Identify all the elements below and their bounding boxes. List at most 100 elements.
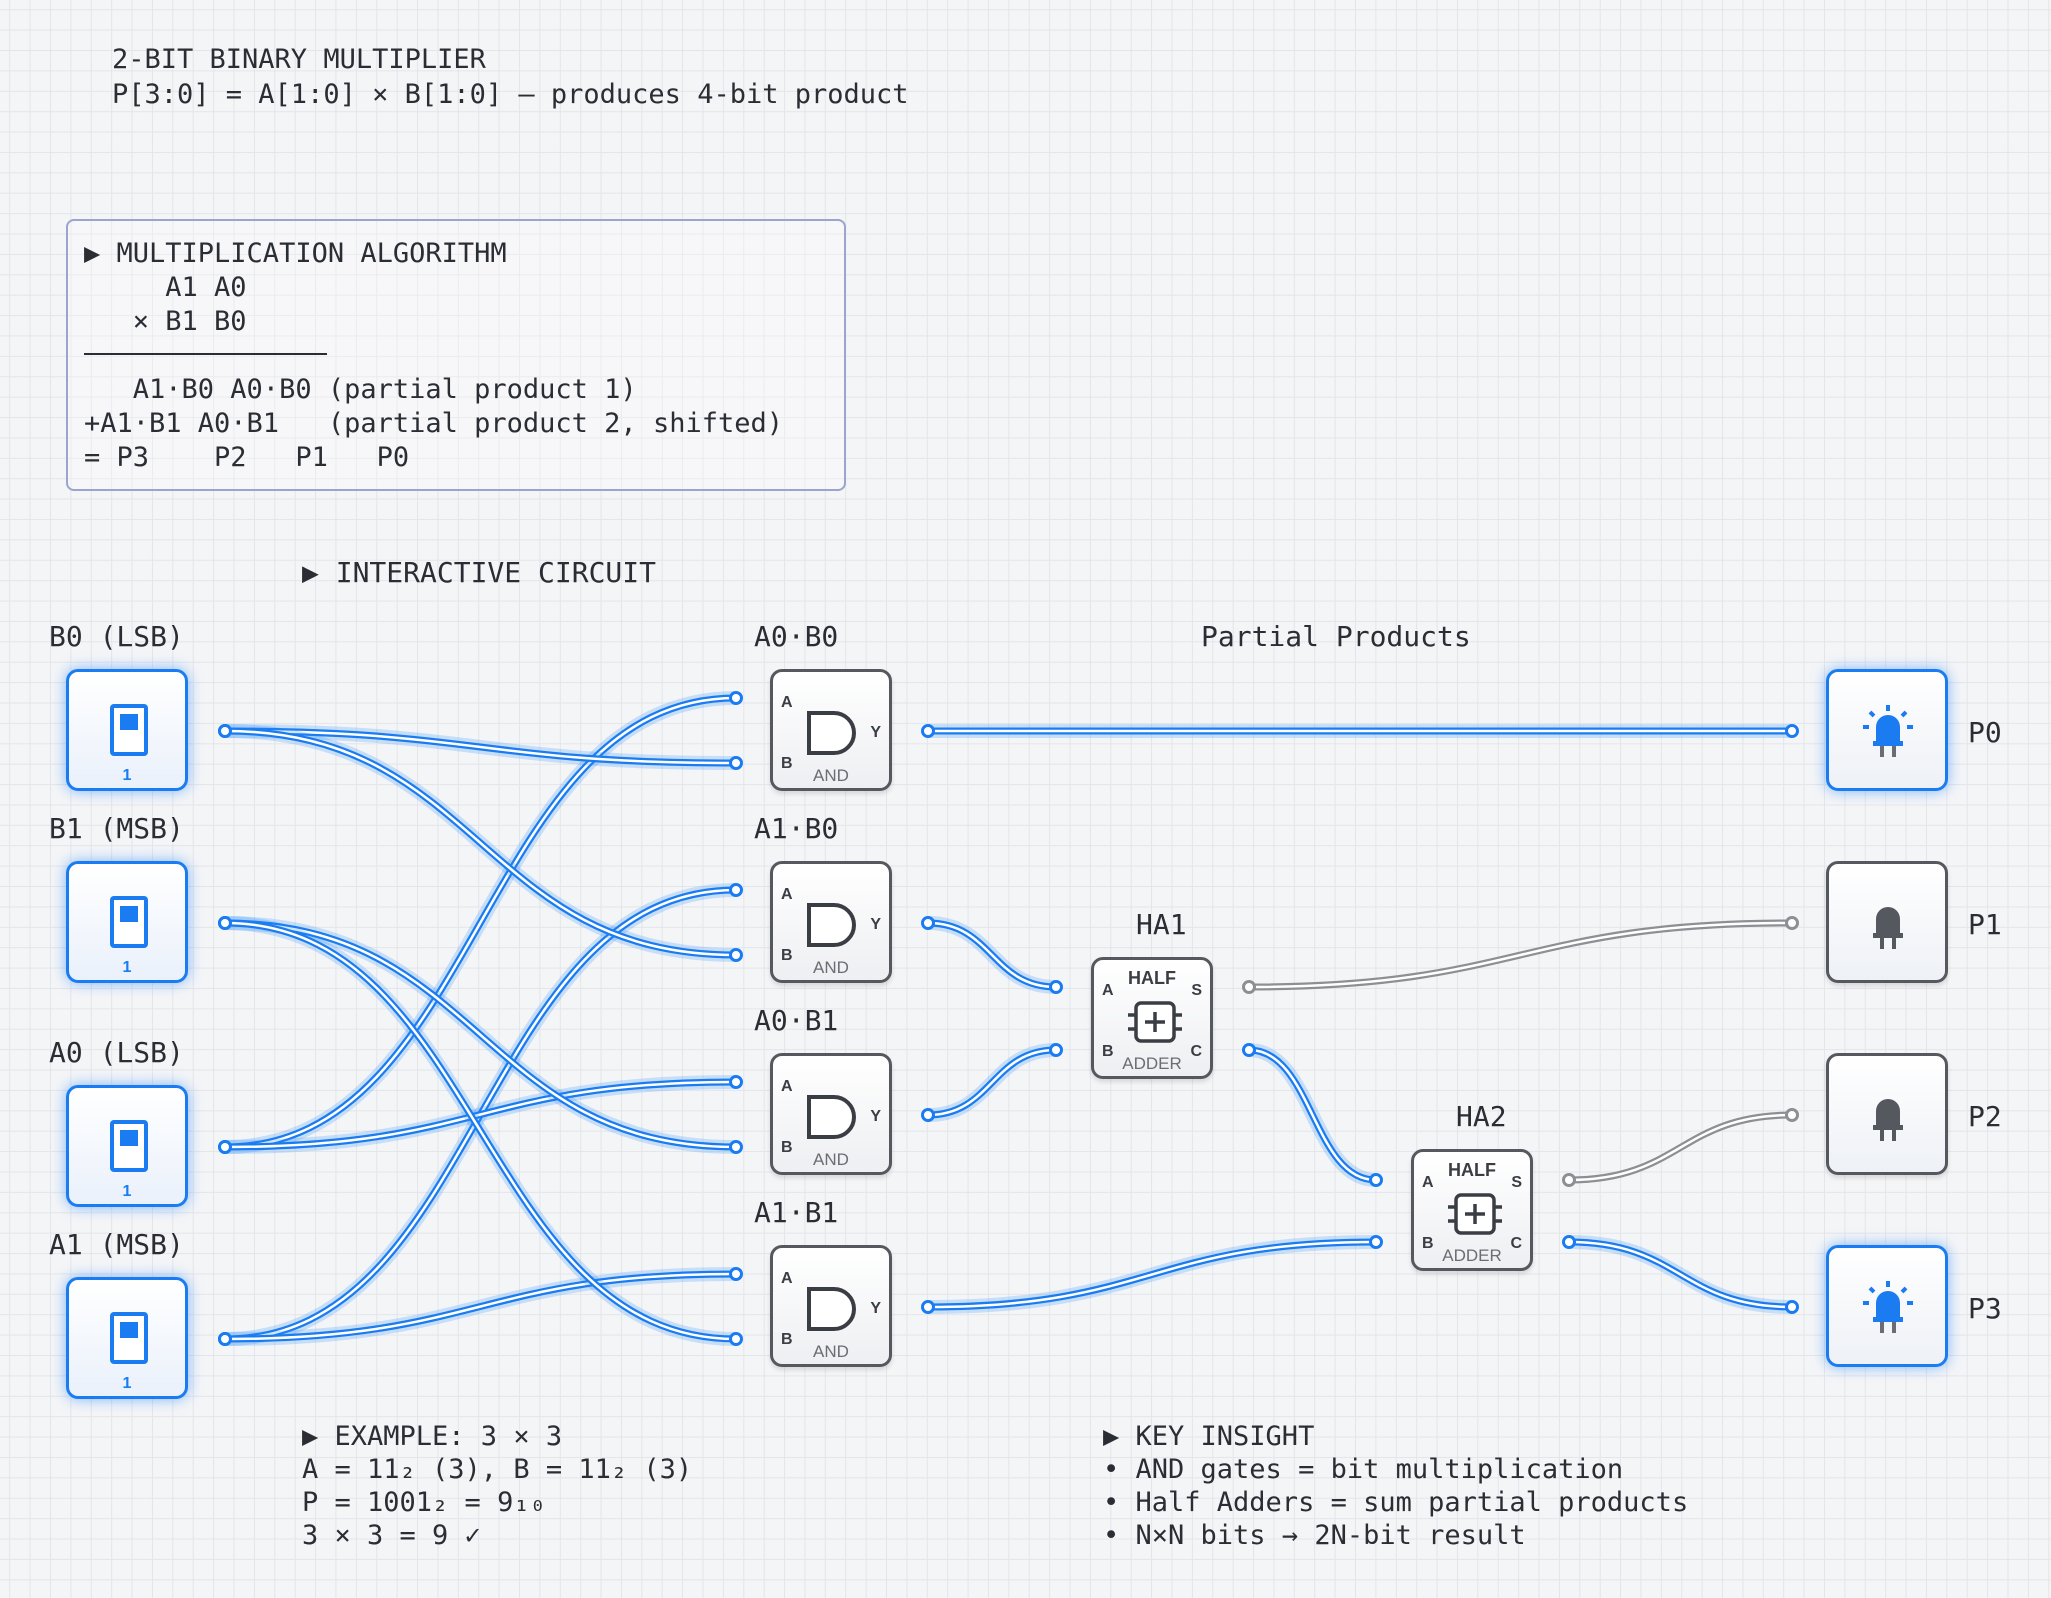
algorithm-line: +A1·B1 A0·B1 (partial product 2, shifted… bbox=[84, 408, 783, 439]
half-adder-ha1[interactable]: HALF A B S C ADDER bbox=[1091, 957, 1213, 1079]
output-led-p1 bbox=[1826, 861, 1948, 983]
and-gate-icon bbox=[807, 1287, 856, 1331]
wire-junction bbox=[729, 1075, 743, 1089]
algorithm-line: × B1 B0 bbox=[84, 306, 247, 337]
pin-label: S bbox=[1511, 1174, 1522, 1191]
wire-junction bbox=[1562, 1173, 1576, 1187]
adder-title: HALF bbox=[1128, 968, 1176, 988]
wire-b0-to-g1 bbox=[218, 724, 743, 962]
led-lit-icon bbox=[1863, 1281, 1913, 1333]
wire-junction bbox=[1785, 724, 1799, 738]
wire-junction bbox=[1562, 1235, 1576, 1249]
toggle-switch-icon bbox=[110, 896, 148, 948]
insight-line: • AND gates = bit multiplication bbox=[1103, 1454, 1624, 1485]
wire-g2-to-ha1 bbox=[921, 1043, 1063, 1122]
wire-junction bbox=[921, 1300, 935, 1314]
input-label-a0: A0 (LSB) bbox=[49, 1036, 184, 1069]
wire-a0-to-g2 bbox=[218, 1075, 743, 1154]
adder-label-ha1: HA1 bbox=[1136, 908, 1187, 941]
insight-heading: ▶ KEY INSIGHT bbox=[1103, 1421, 1315, 1452]
algorithm-divider bbox=[84, 353, 327, 355]
switch-value: 1 bbox=[122, 1183, 132, 1200]
adder-subtitle: ADDER bbox=[1122, 1054, 1182, 1073]
pin-label: B bbox=[781, 1139, 793, 1156]
page-title: 2-BIT BINARY MULTIPLIER bbox=[112, 44, 486, 75]
switch-b0[interactable]: 1 bbox=[66, 669, 188, 791]
wire-ha2c-to-p3 bbox=[1562, 1235, 1799, 1314]
adder-title: HALF bbox=[1448, 1160, 1496, 1180]
gate-label-a0b0: A0·B0 bbox=[754, 620, 839, 653]
switch-b1[interactable]: 1 bbox=[66, 861, 188, 983]
gate-type: AND bbox=[813, 1342, 849, 1361]
wire-junction bbox=[1049, 1043, 1063, 1057]
algorithm-line: A1 A0 bbox=[84, 272, 247, 303]
pin-label: B bbox=[1422, 1235, 1434, 1252]
wire-junction bbox=[729, 1267, 743, 1281]
switch-a1[interactable]: 1 bbox=[66, 1277, 188, 1399]
half-adder-ha2[interactable]: HALF A B S C ADDER bbox=[1411, 1149, 1533, 1271]
output-led-p0 bbox=[1826, 669, 1948, 791]
output-label-p1: P1 bbox=[1968, 908, 2002, 941]
wire-g1-to-ha1 bbox=[921, 916, 1063, 994]
pin-label: Y bbox=[870, 916, 881, 933]
pin-label: A bbox=[1422, 1174, 1434, 1191]
algorithm-line: = P3 P2 P1 P0 bbox=[84, 442, 410, 473]
circuit-heading: ▶ INTERACTIVE CIRCUIT bbox=[302, 556, 657, 589]
adder-label-ha2: HA2 bbox=[1456, 1100, 1507, 1133]
pin-label: B bbox=[781, 1331, 793, 1348]
pin-label: A bbox=[781, 886, 793, 903]
wire-ha1c-to-ha2 bbox=[1242, 1043, 1383, 1187]
pin-label: Y bbox=[870, 1300, 881, 1317]
output-led-p2 bbox=[1826, 1053, 1948, 1175]
pin-label: A bbox=[781, 1270, 793, 1287]
output-led-p3 bbox=[1826, 1245, 1948, 1367]
adder-plus-icon bbox=[1448, 1193, 1502, 1235]
and-gate-icon bbox=[807, 1095, 856, 1139]
algorithm-panel: ▶ MULTIPLICATION ALGORITHM A1 A0 × B1 B0… bbox=[66, 219, 846, 491]
example-line: 3 × 3 = 9 ✓ bbox=[302, 1520, 481, 1551]
toggle-switch-icon bbox=[110, 1312, 148, 1364]
gate-label-a1b1: A1·B1 bbox=[754, 1196, 839, 1229]
input-label-a1: A1 (MSB) bbox=[49, 1228, 184, 1261]
insight-line: • Half Adders = sum partial products bbox=[1103, 1487, 1689, 1518]
pin-label: A bbox=[1102, 982, 1114, 999]
wire-junction bbox=[1369, 1173, 1383, 1187]
and-gate-icon bbox=[807, 903, 856, 947]
led-unlit-icon bbox=[1873, 907, 1903, 949]
input-label-b0: B0 (LSB) bbox=[49, 620, 184, 653]
wire-junction bbox=[921, 1108, 935, 1122]
wire-junction bbox=[729, 1332, 743, 1346]
pin-label: B bbox=[1102, 1043, 1114, 1060]
wire-junction bbox=[729, 883, 743, 897]
and-gate-a0b1[interactable]: A B Y AND bbox=[770, 1053, 892, 1175]
wire-junction bbox=[1369, 1235, 1383, 1249]
switch-value: 1 bbox=[122, 959, 132, 976]
pin-label: B bbox=[781, 947, 793, 964]
wire-b1-to-g3 bbox=[218, 916, 743, 1346]
and-gate-a1b0[interactable]: A B Y AND bbox=[770, 861, 892, 983]
and-gate-a1b1[interactable]: A B Y AND bbox=[770, 1245, 892, 1367]
wire-junction bbox=[1785, 1108, 1799, 1122]
output-label-p2: P2 bbox=[1968, 1100, 2002, 1133]
toggle-switch-icon bbox=[110, 1120, 148, 1172]
wire-junction bbox=[1049, 980, 1063, 994]
algorithm-heading: ▶ MULTIPLICATION ALGORITHM bbox=[84, 238, 507, 269]
page-subtitle: P[3:0] = A[1:0] × B[1:0] — produces 4-bi… bbox=[112, 79, 909, 110]
switch-a0[interactable]: 1 bbox=[66, 1085, 188, 1207]
led-lit-icon bbox=[1863, 705, 1913, 757]
led-unlit-icon bbox=[1873, 1099, 1903, 1141]
insight-line: • N×N bits → 2N-bit result bbox=[1103, 1520, 1526, 1551]
output-label-p3: P3 bbox=[1968, 1292, 2002, 1325]
pin-label: A bbox=[781, 1078, 793, 1095]
wire-ha2s-to-p2 bbox=[1562, 1108, 1799, 1187]
wire-junction bbox=[1785, 1300, 1799, 1314]
wire-junction bbox=[1242, 1043, 1256, 1057]
gate-type: AND bbox=[813, 766, 849, 785]
pin-label: S bbox=[1191, 982, 1202, 999]
wire-junction bbox=[921, 916, 935, 930]
wire-junction bbox=[218, 724, 232, 738]
and-gate-a0b0[interactable]: A B Y AND bbox=[770, 669, 892, 791]
wire-g3-to-ha2 bbox=[921, 1235, 1383, 1314]
wire-g0-to-p0 bbox=[921, 723, 1799, 739]
